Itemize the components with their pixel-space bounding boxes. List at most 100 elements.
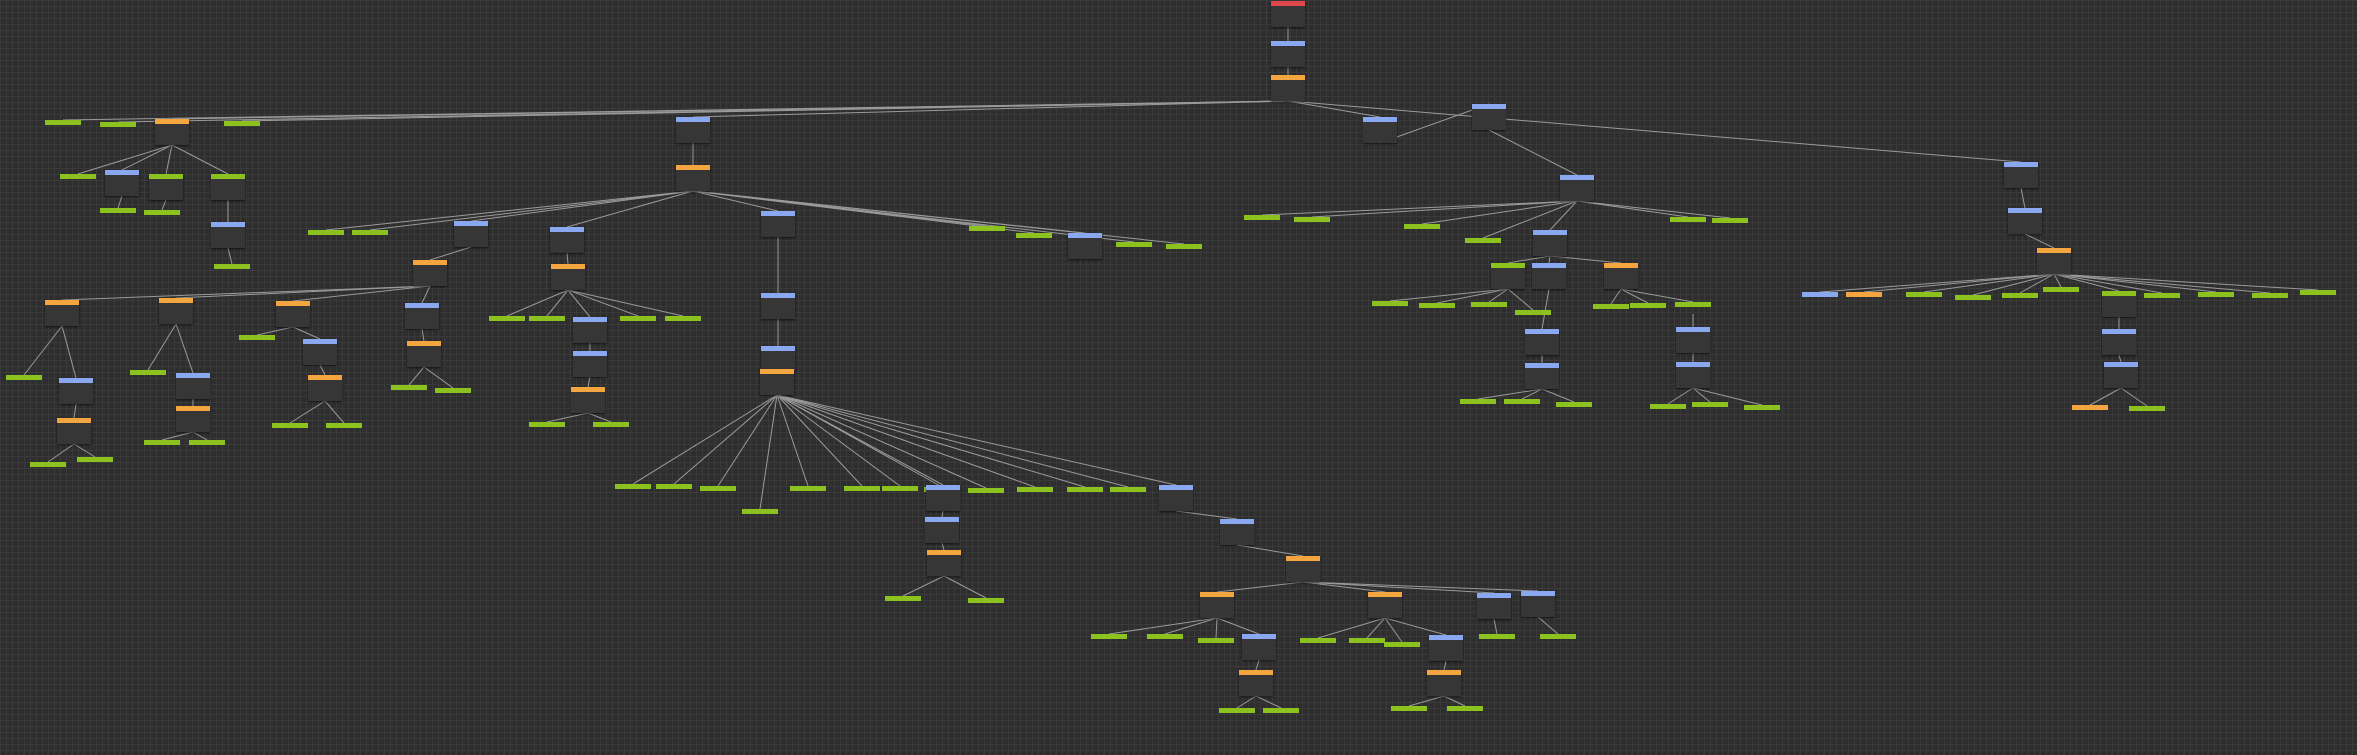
tree-node-action[interactable] — [1504, 399, 1540, 411]
tree-node-root[interactable] — [1271, 1, 1305, 27]
tree-node-sequence[interactable] — [176, 373, 210, 399]
tree-node-action[interactable] — [2002, 293, 2038, 305]
tree-node-action[interactable] — [1198, 638, 1234, 650]
tree-node-sequence[interactable] — [2004, 162, 2038, 188]
tree-node-action[interactable] — [130, 370, 166, 382]
tree-node-sequence[interactable] — [573, 317, 607, 343]
tree-node-action[interactable] — [60, 174, 96, 186]
tree-node-selector[interactable] — [2037, 248, 2071, 274]
tree-node-selector[interactable] — [1604, 263, 1638, 289]
tree-node-sequence[interactable] — [1477, 593, 1511, 619]
tree-node-selector[interactable] — [407, 341, 441, 367]
tree-node-action[interactable] — [1147, 634, 1183, 646]
tree-node-action[interactable] — [656, 484, 692, 496]
tree-node-selector[interactable] — [45, 300, 79, 326]
tree-node-selector[interactable] — [1846, 292, 1882, 304]
tree-node-action[interactable] — [326, 423, 362, 435]
tree-node-selector[interactable] — [1286, 556, 1320, 582]
tree-node-action[interactable] — [149, 174, 183, 200]
tree-node-selector[interactable] — [760, 369, 794, 395]
tree-node-action[interactable] — [615, 484, 651, 496]
tree-node-sequence[interactable] — [761, 211, 795, 237]
tree-node-action[interactable] — [529, 422, 565, 434]
tree-node-sequence[interactable] — [2102, 329, 2136, 355]
tree-node-action[interactable] — [100, 208, 136, 220]
tree-node-action[interactable] — [1091, 634, 1127, 646]
tree-node-action[interactable] — [700, 486, 736, 498]
tree-node-action[interactable] — [1447, 706, 1483, 718]
tree-node-action[interactable] — [2144, 293, 2180, 305]
tree-node-sequence[interactable] — [1242, 634, 1276, 660]
tree-node-action[interactable] — [885, 596, 921, 608]
tree-node-action[interactable] — [1593, 304, 1629, 316]
tree-node-sequence[interactable] — [1533, 230, 1567, 256]
tree-node-sequence[interactable] — [1532, 263, 1566, 289]
tree-node-action[interactable] — [1630, 303, 1666, 315]
tree-node-sequence[interactable] — [676, 117, 710, 143]
tree-node-action[interactable] — [1017, 487, 1053, 499]
tree-node-sequence[interactable] — [1560, 175, 1594, 201]
tree-node-action[interactable] — [1675, 302, 1711, 314]
tree-node-selector[interactable] — [1427, 670, 1461, 696]
tree-node-action[interactable] — [2129, 406, 2165, 418]
tree-node-sequence[interactable] — [211, 222, 245, 248]
tree-node-action[interactable] — [844, 486, 880, 498]
tree-node-selector[interactable] — [176, 406, 210, 432]
tree-node-action[interactable] — [882, 486, 918, 498]
tree-node-action[interactable] — [1244, 215, 1280, 227]
tree-node-sequence[interactable] — [1676, 327, 1710, 353]
tree-node-action[interactable] — [1300, 638, 1336, 650]
tree-node-selector[interactable] — [308, 375, 342, 401]
tree-node-sequence[interactable] — [925, 517, 959, 543]
tree-node-selector[interactable] — [155, 119, 189, 145]
tree-node-action[interactable] — [144, 440, 180, 452]
tree-node-action[interactable] — [1515, 310, 1551, 322]
tree-node-action[interactable] — [272, 423, 308, 435]
tree-node-action[interactable] — [77, 457, 113, 469]
tree-node-action[interactable] — [1372, 301, 1408, 313]
tree-node-action[interactable] — [6, 375, 42, 387]
tree-node-action[interactable] — [1067, 487, 1103, 499]
tree-node-action[interactable] — [790, 486, 826, 498]
tree-node-action[interactable] — [1391, 706, 1427, 718]
tree-node-action[interactable] — [1384, 642, 1420, 654]
tree-node-action[interactable] — [969, 226, 1005, 238]
tree-node-sequence[interactable] — [1525, 363, 1559, 389]
tree-node-action[interactable] — [2252, 293, 2288, 305]
tree-node-sequence[interactable] — [1676, 362, 1710, 388]
tree-node-sequence[interactable] — [1525, 329, 1559, 355]
tree-node-selector[interactable] — [413, 260, 447, 286]
tree-node-action[interactable] — [742, 509, 778, 521]
tree-node-action[interactable] — [1419, 303, 1455, 315]
tree-node-action[interactable] — [1166, 244, 1202, 256]
tree-node-action[interactable] — [1349, 638, 1385, 650]
tree-node-sequence[interactable] — [550, 227, 584, 253]
tree-node-action[interactable] — [1650, 404, 1686, 416]
tree-node-action[interactable] — [1294, 217, 1330, 229]
tree-node-action[interactable] — [352, 230, 388, 242]
tree-node-action[interactable] — [391, 385, 427, 397]
tree-node-sequence[interactable] — [1068, 233, 1102, 259]
tree-node-sequence[interactable] — [454, 221, 488, 247]
tree-node-sequence[interactable] — [926, 485, 960, 511]
tree-node-selector[interactable] — [1200, 592, 1234, 618]
tree-node-action[interactable] — [189, 440, 225, 452]
tree-node-action[interactable] — [1219, 708, 1255, 720]
tree-node-sequence[interactable] — [761, 293, 795, 319]
tree-node-sequence[interactable] — [1159, 485, 1193, 511]
tree-node-action[interactable] — [968, 488, 1004, 500]
tree-node-action[interactable] — [665, 316, 701, 328]
tree-node-selector[interactable] — [276, 301, 310, 327]
tree-node-sequence[interactable] — [1472, 104, 1506, 130]
tree-node-action[interactable] — [1110, 487, 1146, 499]
tree-node-sequence[interactable] — [2104, 362, 2138, 388]
tree-node-sequence[interactable] — [573, 351, 607, 377]
tree-node-action[interactable] — [1404, 224, 1440, 236]
tree-node-action[interactable] — [30, 462, 66, 474]
tree-node-action[interactable] — [239, 335, 275, 347]
tree-node-sequence[interactable] — [1429, 635, 1463, 661]
tree-node-sequence[interactable] — [761, 346, 795, 372]
tree-node-selector[interactable] — [57, 418, 91, 444]
tree-node-action[interactable] — [2102, 291, 2136, 317]
